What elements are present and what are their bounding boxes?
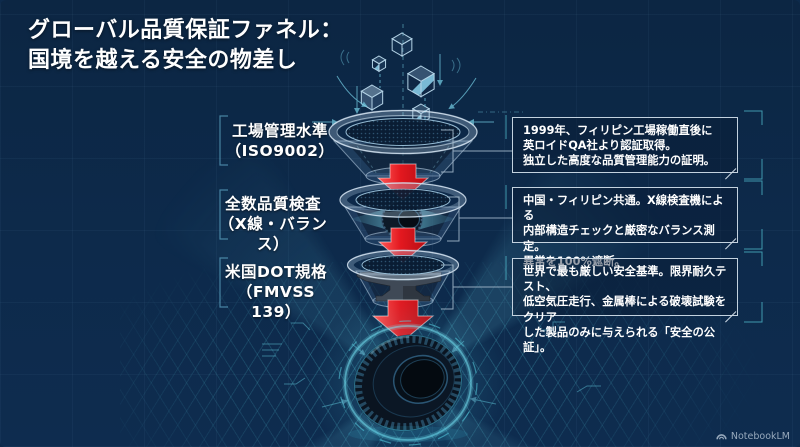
stage-label-3-line-1: 米国DOT規格 <box>224 263 328 281</box>
stage-desc-2-line-2: 内部構造チェックと厳密なバランス測定。 <box>523 224 715 253</box>
stage-desc-1-line-3: 独立した高度な品質管理能力の証明。 <box>523 154 716 168</box>
stage-desc-2-line-1: 中国・フィリピン共通。X線検査機による <box>523 194 724 223</box>
stage-desc-3-line-3: した製品のみに与えられる「安全の公証」。 <box>523 325 716 355</box>
stage-label-2-line-1: 全数品質検査 <box>224 195 321 213</box>
title-line-1: グローバル品質保証ファネル： <box>28 18 343 43</box>
stage-label-1-line-2: （ISO9002） <box>225 142 335 160</box>
stage-desc-1-line-1: 1999年、フィリピン工場稼働直後に <box>523 124 713 137</box>
stage-desc-3-line-2: 低空気圧走行、金属棒による破壊試験をクリア <box>523 295 727 324</box>
title-line-2: 国境を越える安全の物差し <box>28 48 298 73</box>
stage-desc-box-3: 世界で最も厳しい安全基準。限界耐久テスト、 低空気圧走行、金属棒による破壊試験を… <box>512 258 738 354</box>
finished-tire-icon <box>353 334 463 432</box>
stage-label-2: 全数品質検査 （X線・バランス） <box>210 194 336 254</box>
label-brackets <box>219 115 228 308</box>
stage-label-2-line-2: （X線・バランス） <box>218 215 328 253</box>
stage-desc-1-line-2: 英ロイドQA社より認証取得。 <box>523 139 677 153</box>
notebooklm-branding: NotebookLM <box>716 431 790 442</box>
circuit-decorations <box>262 321 601 408</box>
stage-label-1: 工場管理水準 （ISO9002） <box>224 121 336 161</box>
stage-label-3: 米国DOT規格 （FMVSS 139） <box>216 262 336 322</box>
notebooklm-logo-icon <box>716 434 727 440</box>
down-arrow-icon-2 <box>377 227 429 264</box>
stage-desc-box-2: 中国・フィリピン共通。X線検査機による 内部構造チェックと厳密なバランス測定。 … <box>512 187 738 268</box>
stage-connectors <box>441 129 512 310</box>
stage-desc-box-1: 1999年、フィリピン工場稼働直後に 英ロイドQA社より認証取得。 独立した高度… <box>512 117 738 180</box>
stage-label-1-line-1: 工場管理水準 <box>231 122 328 140</box>
stage-desc-3-line-1: 世界で最も厳しい安全基準。限界耐久テスト、 <box>523 265 727 294</box>
stage-label-3-line-2: （FMVSS 139） <box>236 283 316 321</box>
page-title: グローバル品質保証ファネル： 国境を越える安全の物差し <box>28 16 343 76</box>
tire-reflection <box>348 426 468 442</box>
xray-beam-right <box>414 207 456 231</box>
xray-beam-left <box>350 207 392 231</box>
box-corner-marks <box>505 110 763 323</box>
notebooklm-logo-text: NotebookLM <box>730 431 790 442</box>
